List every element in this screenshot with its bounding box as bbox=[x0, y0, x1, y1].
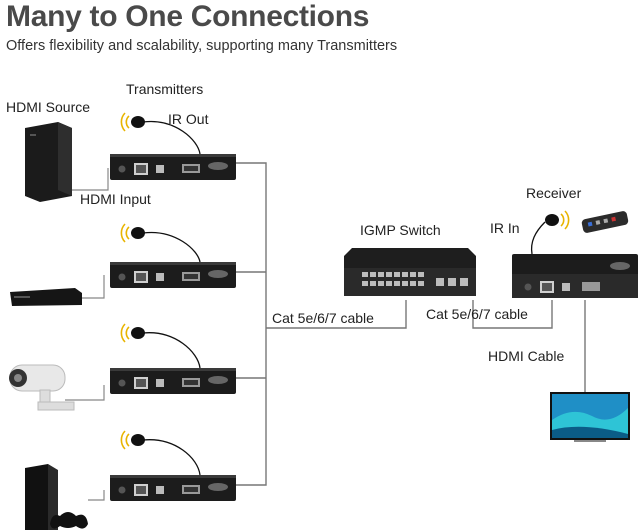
transmitters-label: Transmitters bbox=[126, 81, 204, 97]
cable-label-right: Cat 5e/6/7 cable bbox=[426, 306, 528, 322]
transmitter-4 bbox=[110, 475, 236, 501]
ir-emitter-icon bbox=[120, 323, 201, 369]
igmp-switch bbox=[344, 248, 476, 296]
display-monitor-icon bbox=[550, 392, 630, 442]
transmitter-2 bbox=[110, 262, 236, 288]
pc-tower-icon bbox=[25, 122, 72, 202]
transmitter-1 bbox=[110, 154, 236, 180]
security-camera-icon bbox=[9, 364, 75, 411]
ir-emitter-icon bbox=[120, 430, 201, 476]
cable-label-left: Cat 5e/6/7 cable bbox=[272, 310, 374, 326]
ir-receiver-icon bbox=[530, 210, 570, 255]
page-subtitle: Offers flexibility and scalability, supp… bbox=[6, 38, 398, 54]
ir-out-label: IR Out bbox=[168, 111, 209, 127]
igmp-switch-label: IGMP Switch bbox=[360, 222, 441, 238]
page-title: Many to One Connections bbox=[6, 0, 370, 33]
receiver-label: Receiver bbox=[526, 185, 582, 201]
remote-control-icon bbox=[581, 211, 629, 233]
hdmi-input-label: HDMI Input bbox=[80, 191, 151, 207]
transmitter-3 bbox=[110, 368, 236, 394]
ir-in-label: IR In bbox=[490, 220, 520, 236]
ir-emitter-icon bbox=[120, 223, 201, 263]
network-cables bbox=[236, 162, 586, 486]
hdmi-input-cables bbox=[65, 168, 109, 501]
game-console-icon bbox=[25, 464, 88, 530]
receiver-device bbox=[512, 254, 638, 298]
blu-ray-player-icon bbox=[10, 288, 82, 306]
hdmi-source-label: HDMI Source bbox=[6, 99, 91, 115]
ir-emitter-icon bbox=[120, 112, 201, 155]
hdmi-cable-label: HDMI Cable bbox=[488, 348, 565, 364]
